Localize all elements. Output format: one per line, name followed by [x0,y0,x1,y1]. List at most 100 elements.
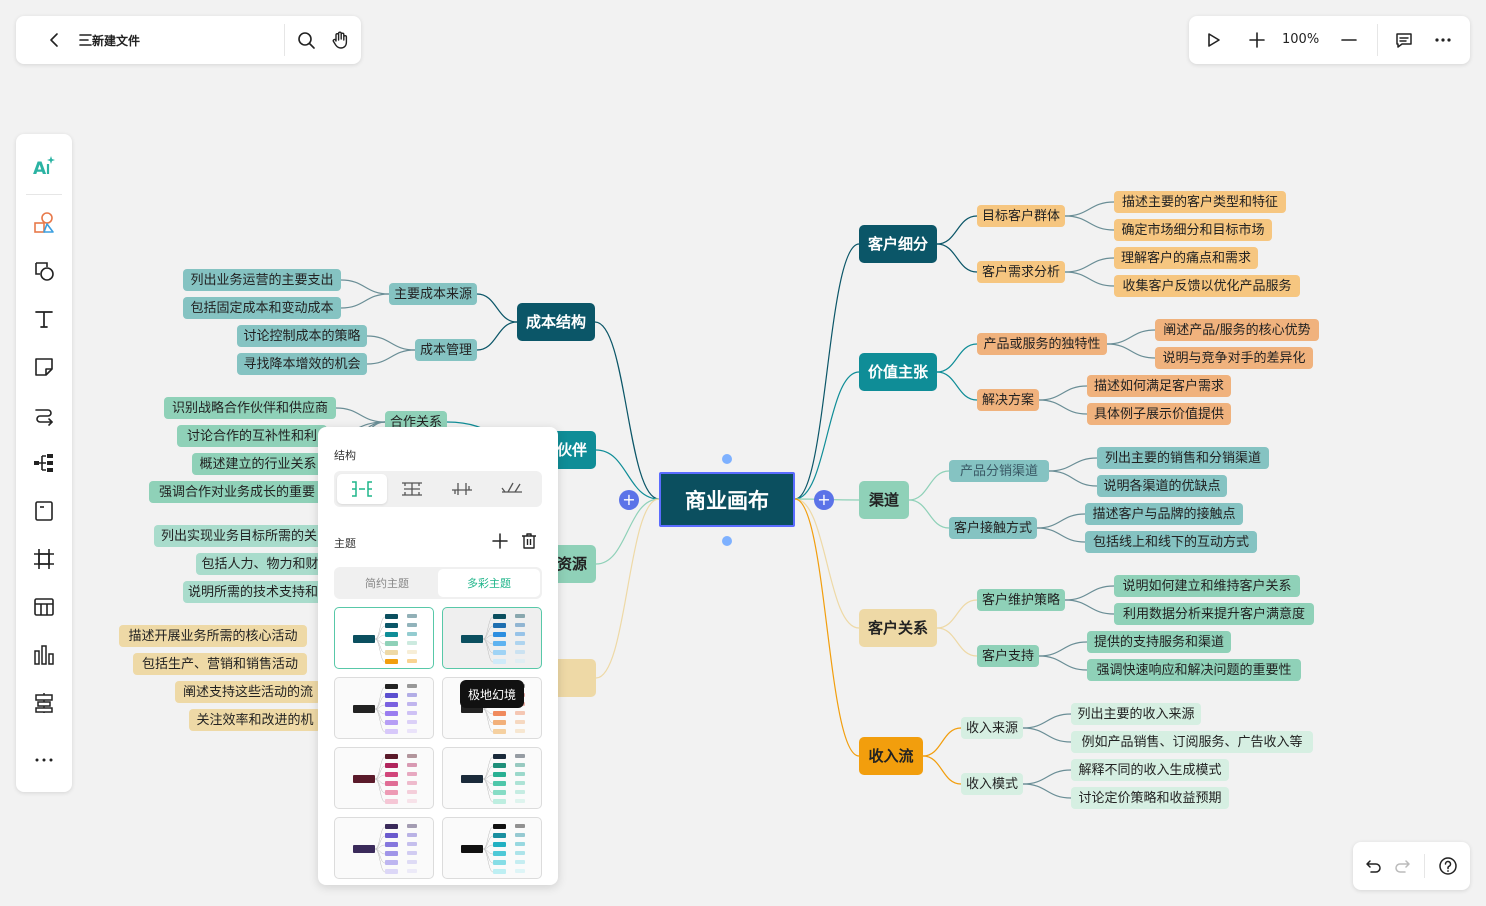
tab-colorful-theme[interactable]: 多彩主题 [438,569,540,597]
theme-thumbnail[interactable] [442,817,542,879]
leaf-topic[interactable]: 识别战略合作伙伴和供应商 [164,397,336,419]
leaf-topic[interactable]: 理解客户的痛点和需求 [1114,247,1258,269]
structure-fishbone-icon[interactable] [487,474,537,504]
theme-thumbnail[interactable] [334,747,434,809]
leaf-topic[interactable]: 强调快速响应和解决问题的重要性 [1087,659,1301,681]
leaf-topic[interactable]: 利用数据分析来提升客户满意度 [1114,603,1314,625]
leaf-topic[interactable]: 说明所需的技术支持和 [183,581,323,603]
comment-icon[interactable] [1394,30,1414,50]
subtopic[interactable]: 客户接触方式 [949,517,1037,539]
leaf-topic[interactable]: 讨论定价策略和收益预期 [1071,787,1229,809]
leaf-topic[interactable]: 描述如何满足客户需求 [1087,375,1231,397]
leaf-topic[interactable]: 具体例子展示价值提供 [1087,403,1231,425]
structure-org-icon[interactable] [387,474,437,504]
subtopic[interactable]: 主要成本来源 [389,283,477,305]
subtopic[interactable]: 收入来源 [961,717,1023,739]
redo-icon[interactable] [1393,857,1411,875]
hand-icon[interactable] [329,29,351,51]
table-icon[interactable] [32,595,56,619]
subtopic[interactable]: 收入模式 [961,773,1023,795]
sticker-icon[interactable] [32,259,56,283]
subtopic[interactable]: 目标客户群体 [977,205,1065,227]
add-left-topic-button[interactable]: + [619,490,639,510]
branch-topic[interactable]: 客户细分 [859,225,937,263]
theme-thumbnail[interactable] [442,747,542,809]
structure-balanced-icon[interactable] [337,474,387,504]
leaf-topic[interactable]: 说明与竞争对手的差异化 [1155,347,1313,369]
branch-topic[interactable]: 客户关系 [859,609,937,647]
sticky-note-icon[interactable] [32,355,56,379]
subtopic[interactable]: 产品或服务的独特性 [977,333,1107,355]
subtopic[interactable]: 客户需求分析 [977,261,1065,283]
leaf-topic[interactable]: 解释不同的收入生成模式 [1071,759,1229,781]
leaf-topic[interactable]: 包括人力、物力和财 [196,553,324,575]
zoom-level[interactable]: 100% [1282,32,1320,47]
leaf-topic[interactable]: 描述开展业务所需的核心活动 [119,625,307,647]
leaf-topic[interactable]: 关注效率和改进的机 [189,709,321,731]
chart-icon[interactable] [32,643,56,667]
frame-icon[interactable] [32,547,56,571]
search-icon[interactable] [295,29,317,51]
text-icon[interactable] [32,307,56,331]
leaf-topic[interactable]: 包括固定成本和变动成本 [183,297,341,319]
leaf-topic[interactable]: 确定市场细分和目标市场 [1114,219,1272,241]
connector-icon[interactable] [32,403,56,427]
branch-topic[interactable]: 成本结构 [517,303,595,341]
theme-thumbnail[interactable] [334,607,434,669]
help-icon[interactable] [1438,856,1458,876]
leaf-topic[interactable]: 概述建立的行业关系 [192,453,324,475]
subtopic[interactable]: 客户维护策略 [977,589,1065,611]
more-tools-icon[interactable] [32,748,56,772]
leaf-topic[interactable]: 列出业务运营的主要支出 [183,269,341,291]
leaf-topic[interactable]: 描述客户与品牌的接触点 [1085,503,1243,525]
leaf-topic[interactable]: 列出主要的销售和分销渠道 [1097,447,1269,469]
play-icon[interactable] [1203,30,1223,50]
back-arrow-icon[interactable] [44,30,64,50]
shapes-icon[interactable] [32,211,56,235]
bottom-resize-handle[interactable] [722,536,732,546]
subtopic[interactable]: 成本管理 [415,339,477,361]
leaf-topic[interactable]: 寻找降本增效的机会 [237,353,367,375]
more-icon[interactable] [1433,30,1453,50]
leaf-topic[interactable]: 例如产品销售、订阅服务、广告收入等 [1071,731,1313,753]
theme-thumbnail[interactable] [442,607,542,669]
zoom-in-icon[interactable] [1247,30,1267,50]
add-right-topic-button[interactable]: + [814,490,834,510]
subtopic[interactable]: 产品分销渠道 [949,460,1049,482]
leaf-topic[interactable]: 讨论控制成本的策略 [237,325,367,347]
leaf-topic[interactable]: 讨论合作的互补性和利 [177,425,327,447]
zoom-out-icon[interactable] [1339,30,1359,50]
leaf-topic[interactable]: 包括线上和线下的互动方式 [1085,531,1257,553]
mindmap-icon[interactable] [32,451,56,475]
leaf-topic[interactable]: 强调合作对业务成长的重要 [149,481,325,503]
theme-thumbnail[interactable] [334,817,434,879]
leaf-topic[interactable]: 包括生产、营销和销售活动 [133,653,307,675]
top-resize-handle[interactable] [722,454,732,464]
leaf-topic[interactable]: 列出实现业务目标所需的关 [154,525,324,547]
subtopic[interactable]: 客户支持 [977,645,1039,667]
theme-thumbnail[interactable] [334,677,434,739]
template-icon[interactable] [32,691,56,715]
leaf-topic[interactable]: 收集客户反馈以优化产品服务 [1114,275,1300,297]
leaf-topic[interactable]: 提供的支持服务和渠道 [1087,631,1231,653]
ai-icon[interactable]: A [32,154,56,178]
branch-topic[interactable]: 渠道 [859,481,909,519]
branch-topic[interactable]: 收入流 [859,737,923,775]
document-icon[interactable] [32,499,56,523]
undo-icon[interactable] [1365,857,1383,875]
center-topic[interactable]: 商业画布 [659,472,795,527]
leaf-topic[interactable]: 阐述产品/服务的核心优势 [1155,319,1319,341]
leaf-topic[interactable]: 列出主要的收入来源 [1071,703,1201,725]
subtopic[interactable]: 解决方案 [977,389,1039,411]
delete-theme-icon[interactable] [519,531,539,551]
branch-topic[interactable]: 价值主张 [859,353,937,391]
tab-simple-theme[interactable]: 简约主题 [365,577,409,590]
add-theme-icon[interactable] [490,531,510,551]
leaf-topic[interactable]: 描述主要的客户类型和特征 [1114,191,1286,213]
leaf-topic[interactable]: 阐述支持这些活动的流 [175,681,321,703]
leaf-topic[interactable]: 说明各渠道的优缺点 [1097,475,1227,497]
file-name[interactable]: 新建文件 [92,34,141,48]
leaf-topic[interactable]: 说明如何建立和维持客户关系 [1114,575,1300,597]
structure-tree-icon[interactable] [437,474,487,504]
